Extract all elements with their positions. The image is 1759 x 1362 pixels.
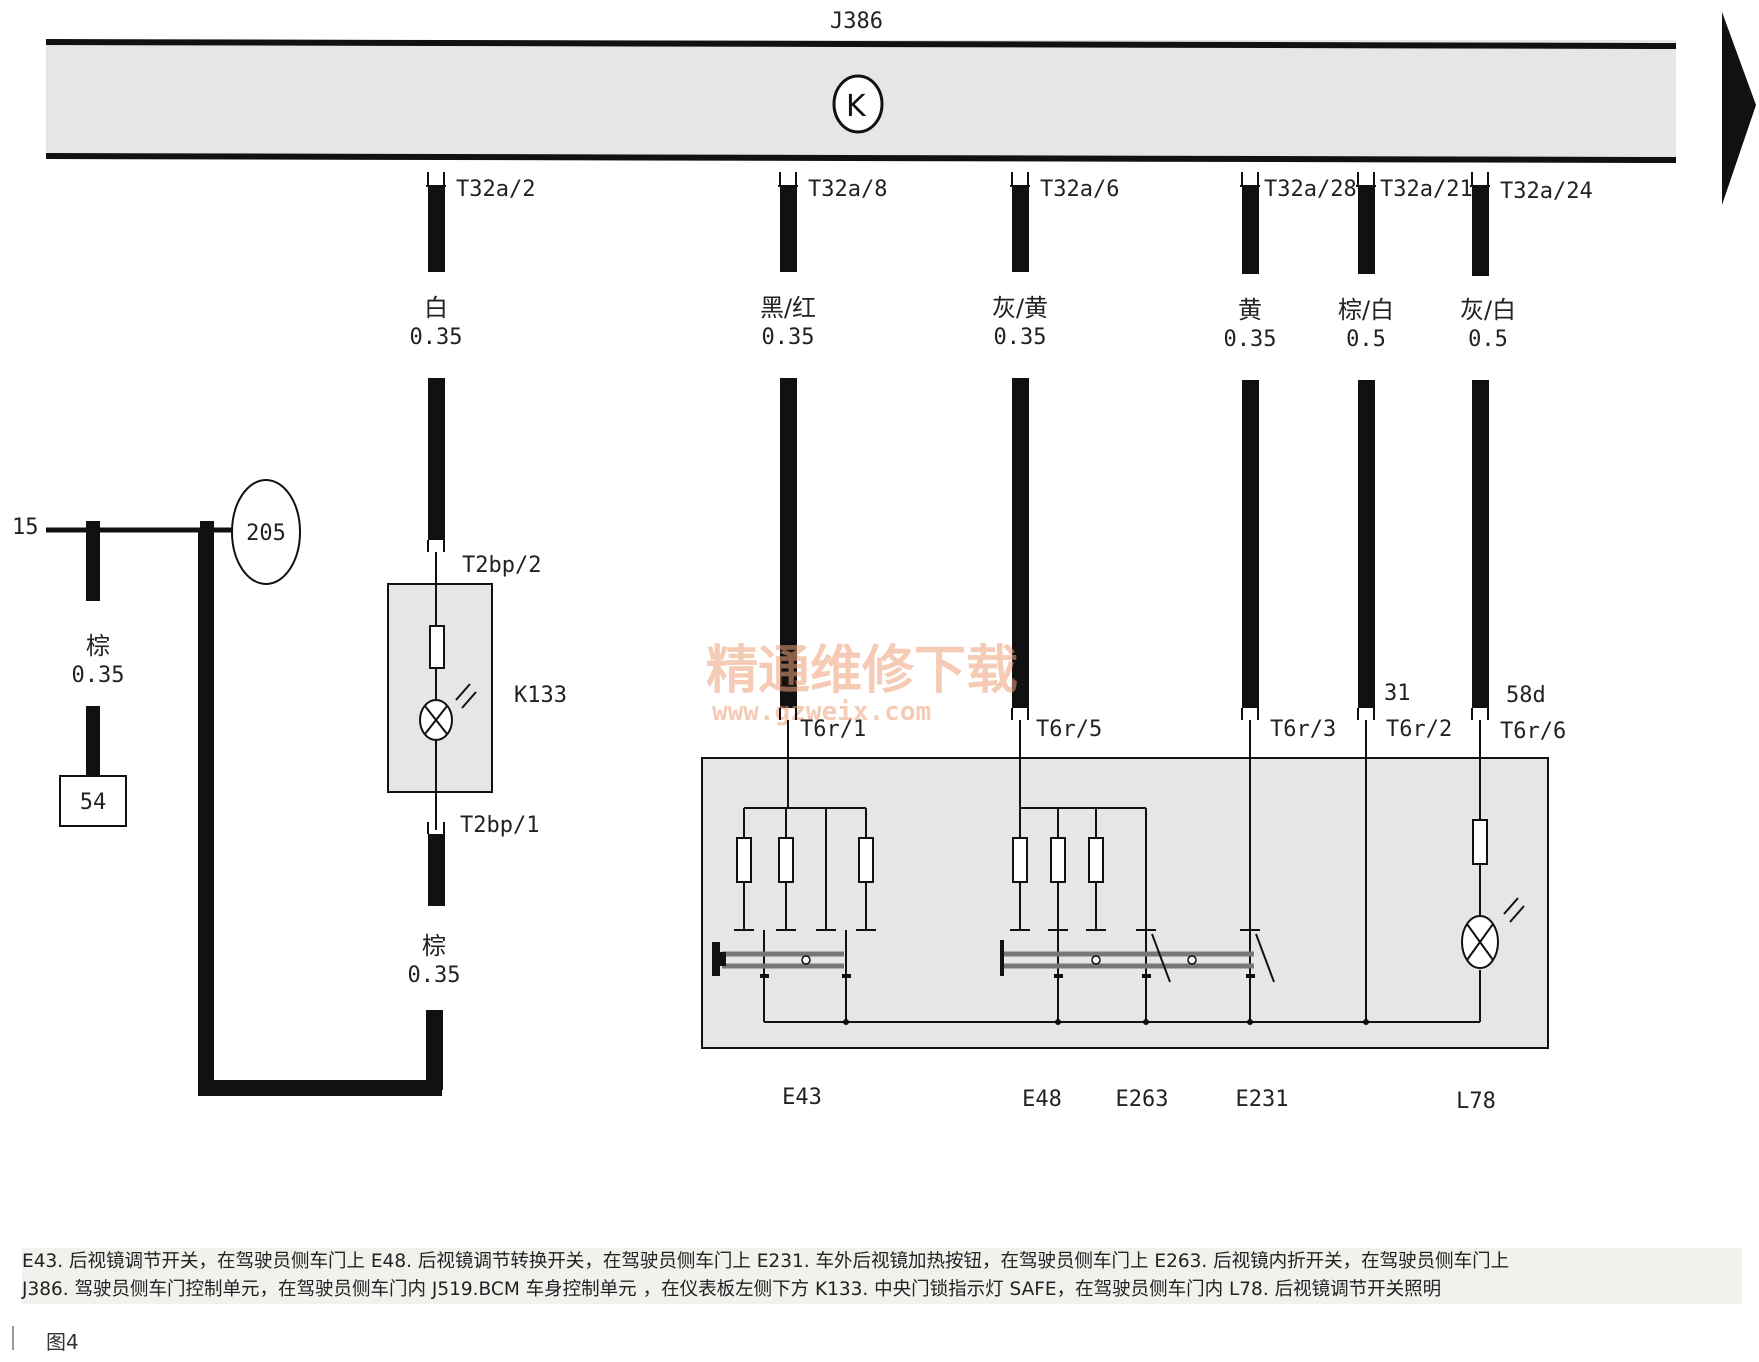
- legend-line: J386. 驾驶员侧车门控制单元，在驾驶员侧车门内 J519.BCM 车身控制单…: [22, 1279, 1442, 1300]
- supply-section: 15 205 棕 0.35 54: [12, 479, 442, 1096]
- component-label: E43: [782, 1085, 822, 1110]
- component-label: E48: [1022, 1087, 1062, 1112]
- wire-color: 白: [424, 294, 448, 322]
- watermark: 精通维修下载 www.gzweix.com: [706, 641, 1018, 727]
- mirror-switch-block: [701, 720, 1549, 1049]
- wire-color: 灰/黄: [992, 294, 1048, 322]
- terminal-58d: 58d: [1506, 683, 1546, 708]
- wire-gauge: 0.35: [408, 963, 461, 988]
- module-label: J386: [830, 9, 883, 34]
- pin-label: T6r/6: [1500, 719, 1566, 744]
- watermark-url: www.gzweix.com: [712, 697, 931, 727]
- terminal-31: 31: [1384, 681, 1411, 706]
- pin-label: T2bp/1: [460, 813, 539, 838]
- pin-label: T32a/24: [1500, 179, 1593, 204]
- watermark-text: 精通维修下载: [706, 641, 1018, 701]
- pin-label: T6r/3: [1270, 717, 1336, 742]
- continuation-arrow-icon: [1722, 12, 1756, 205]
- wire-color: 棕: [422, 932, 446, 960]
- can-symbol: K: [846, 89, 867, 124]
- wire-gauge: 0.35: [72, 663, 125, 688]
- pin-label: T32a/21: [1380, 177, 1473, 202]
- pin-label: T6r/5: [1036, 717, 1102, 742]
- module-pins: T32a/2 T32a/8 T32a/6 T32a/28 T32a/21 T32…: [426, 172, 1593, 204]
- pin-label: T6r/1: [800, 717, 866, 742]
- wire-color: 棕: [86, 632, 110, 660]
- node-label: 205: [246, 521, 286, 546]
- legend-line: E43. 后视镜调节开关，在驾驶员侧车门上 E48. 后视镜调节转换开关，在驾驶…: [22, 1251, 1510, 1272]
- pin-label: T32a/2: [456, 177, 535, 202]
- pin-connector: T32a/21: [1356, 172, 1473, 202]
- k133-lamp: T2bp/2 K133 T2bp/1 棕 0.35: [387, 540, 567, 1090]
- ground-box: [59, 775, 127, 827]
- wire-gauge: 0.35: [1224, 327, 1277, 352]
- wire-gauge: 0.35: [410, 325, 463, 350]
- wire-color: 黑/红: [760, 294, 816, 322]
- wire-color: 棕/白: [1338, 296, 1394, 324]
- component-label: L78: [1456, 1089, 1496, 1114]
- wire-labels: 白 0.35 黑/红 0.35 灰/黄 0.35 黄 0.35 棕/白 0.5 …: [410, 294, 1517, 352]
- component-label: E263: [1116, 1087, 1169, 1112]
- supply-label: 15: [12, 515, 39, 540]
- component-labels: E43 E48 E263 E231 L78: [782, 1085, 1496, 1114]
- wire-stubs: [428, 186, 1489, 276]
- pin-label: T6r/2: [1386, 717, 1452, 742]
- pin-label: T32a/6: [1040, 177, 1119, 202]
- wire-gauge: 0.35: [762, 325, 815, 350]
- ground-label: 54: [80, 790, 107, 815]
- wire-color: 灰/白: [1460, 296, 1516, 324]
- component-label: E231: [1236, 1087, 1289, 1112]
- pin-label: T32a/8: [808, 177, 887, 202]
- wire-color: 黄: [1238, 296, 1262, 324]
- figure-label: 图4: [46, 1330, 79, 1354]
- component-label: K133: [514, 683, 567, 708]
- wire-gauge: 0.35: [994, 325, 1047, 350]
- legend-caption: E43. 后视镜调节开关，在驾驶员侧车门上 E48. 后视镜调节转换开关，在驾驶…: [22, 1248, 1742, 1304]
- wire-gauge: 0.5: [1346, 327, 1386, 352]
- j386-module: J386 K: [45, 9, 1759, 205]
- pin-label: T32a/28: [1264, 177, 1357, 202]
- wire-gauge: 0.5: [1468, 327, 1508, 352]
- figure-divider: [12, 1326, 14, 1350]
- wire-runs: [428, 378, 1489, 708]
- switch-pins: T6r/1 T6r/5 T6r/3 T6r/2 T6r/6: [779, 708, 1566, 744]
- pin-label: T2bp/2: [462, 553, 541, 578]
